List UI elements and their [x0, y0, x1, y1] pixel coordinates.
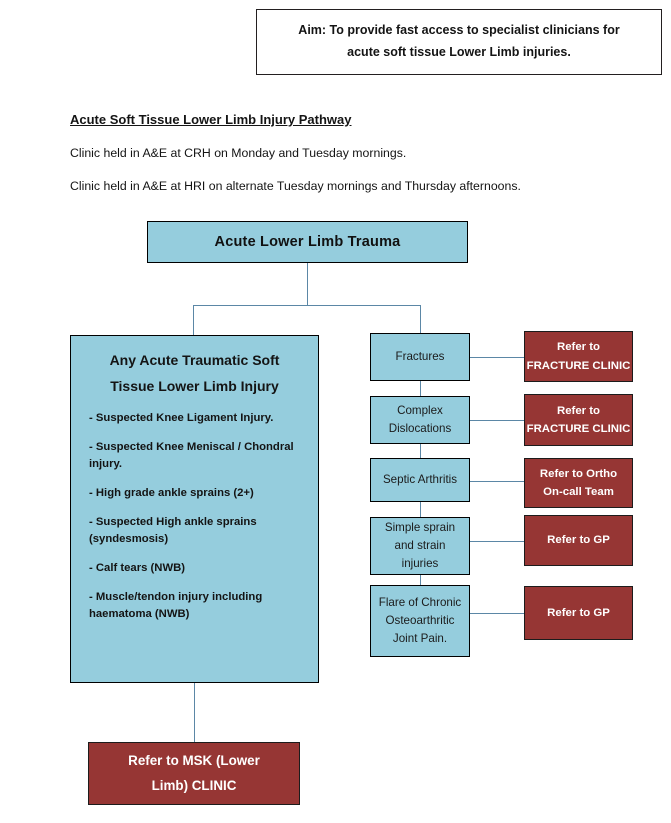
- node-acute-traumatic-soft-tissue-criteria: Any Acute Traumatic Soft Tissue Lower Li…: [70, 335, 319, 683]
- node-condition-flare-chronic-osteoarthritic: Flare of Chronic Osteoarthritic Joint Pa…: [370, 585, 470, 657]
- node-action-refer-ortho-on-call: Refer to Ortho On-call Team: [524, 458, 633, 508]
- node-condition-septic-arthritis: Septic Arthritis: [370, 458, 470, 502]
- node-outcome-refer-msk-clinic: Refer to MSK (Lower Limb) CLINIC: [88, 742, 300, 805]
- connector-mid-trunk-4: [420, 575, 421, 585]
- criteria-list: - Suspected Knee Ligament Injury. - Susp…: [89, 410, 300, 622]
- connector-mid-trunk-2: [420, 444, 421, 458]
- criteria-heading-line-1: Any Acute Traumatic Soft: [109, 352, 280, 368]
- connector-mid-trunk-3: [420, 502, 421, 517]
- connector-dislocations-to-clinic: [470, 420, 524, 421]
- node-label: Refer to GP: [547, 606, 610, 619]
- criteria-item: - High grade ankle sprains (2+): [89, 486, 254, 499]
- criteria-item: - Suspected High ankle sprains (syndesmo…: [89, 516, 257, 545]
- connector-septic-to-ortho: [470, 481, 524, 482]
- criteria-item: - Suspected Knee Meniscal / Chondral inj…: [89, 441, 294, 470]
- connector-left-drop: [193, 305, 194, 335]
- criteria-item: - Suspected Knee Ligament Injury.: [89, 411, 274, 424]
- node-label: Refer to FRACTURE CLINIC: [526, 341, 631, 372]
- node-condition-complex-dislocations: Complex Dislocations: [370, 396, 470, 444]
- connector-mid-trunk-1: [420, 381, 421, 396]
- connector-right-drop: [420, 305, 421, 333]
- aim-text: Aim: To provide fast access to specialis…: [298, 20, 619, 64]
- node-label: Refer to FRACTURE CLINIC: [526, 404, 631, 435]
- node-label: Refer to GP: [547, 534, 610, 547]
- node-label: Fractures: [395, 350, 445, 364]
- node-action-refer-fracture-clinic-1: Refer to FRACTURE CLINIC: [524, 331, 633, 382]
- criteria-heading-line-2: Tissue Lower Limb Injury: [110, 377, 279, 394]
- aim-line-1: Aim: To provide fast access to specialis…: [298, 23, 620, 38]
- connector-criteria-to-msk: [194, 683, 195, 742]
- criteria-item: - Calf tears (NWB): [89, 562, 186, 575]
- clinic-info-hri: Clinic held in A&E at HRI on alternate T…: [70, 179, 521, 193]
- node-action-refer-gp-2: Refer to GP: [524, 586, 633, 640]
- criteria-item: - Muscle/tendon injury including haemato…: [89, 591, 263, 620]
- node-label: Complex Dislocations: [388, 404, 452, 435]
- outcome-line-1: Refer to MSK (Lower: [128, 753, 260, 769]
- node-condition-simple-sprain-strain: Simple sprain and strain injuries: [370, 517, 470, 575]
- node-action-refer-gp-1: Refer to GP: [524, 515, 633, 566]
- criteria-heading: Any Acute Traumatic Soft Tissue Lower Li…: [89, 348, 300, 400]
- node-condition-fractures: Fractures: [370, 333, 470, 381]
- node-label: Refer to Ortho On-call Team: [539, 467, 618, 498]
- connector-simple-to-gp: [470, 541, 524, 542]
- page-title: Acute Soft Tissue Lower Limb Injury Path…: [70, 112, 352, 127]
- node-label: Septic Arthritis: [382, 473, 458, 487]
- node-label: Simple sprain and strain injuries: [384, 521, 456, 570]
- node-acute-lower-limb-trauma: Acute Lower Limb Trauma: [147, 221, 468, 263]
- node-label: Refer to MSK (Lower Limb) CLINIC: [128, 749, 260, 797]
- connector-root-stem: [307, 263, 308, 305]
- connector-fractures-to-clinic: [470, 357, 524, 358]
- clinic-info-crh: Clinic held in A&E at CRH on Monday and …: [70, 146, 407, 160]
- node-label: Acute Lower Limb Trauma: [214, 234, 401, 250]
- aim-banner: Aim: To provide fast access to specialis…: [256, 9, 662, 75]
- outcome-line-2: Limb) CLINIC: [151, 777, 237, 793]
- node-action-refer-fracture-clinic-2: Refer to FRACTURE CLINIC: [524, 394, 633, 446]
- aim-line-2: acute soft tissue Lower Limb injuries.: [347, 45, 571, 59]
- connector-split-bar: [193, 305, 421, 306]
- connector-flare-to-gp: [470, 613, 524, 614]
- node-label: Flare of Chronic Osteoarthritic Joint Pa…: [378, 596, 462, 645]
